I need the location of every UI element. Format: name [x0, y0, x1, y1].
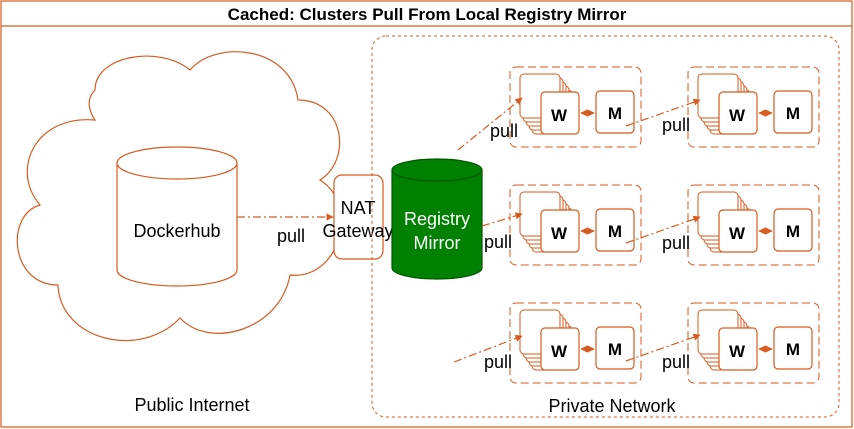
- master-label: M: [786, 104, 800, 123]
- pull-label: pull: [662, 352, 690, 372]
- private-network-label: Private Network: [548, 396, 676, 416]
- pull-arrow: [625, 215, 701, 244]
- master-node-box: [773, 90, 813, 134]
- worker-node-box: [540, 91, 580, 135]
- registry-mirror-cylinder: [391, 158, 483, 280]
- worker-label: W: [729, 224, 746, 243]
- master-label: M: [608, 104, 622, 123]
- registry-mirror-label-line2: Mirror: [414, 233, 461, 253]
- master-label: M: [786, 340, 800, 359]
- master-node-box: [773, 326, 813, 370]
- worker-node-box: [718, 91, 758, 135]
- worker-node-box: [718, 209, 758, 253]
- cluster-boundary: [687, 302, 820, 384]
- cluster-boundary: [509, 184, 642, 266]
- nat-gateway-box: [333, 174, 384, 260]
- master-label: M: [608, 222, 622, 241]
- pull-arrow: [625, 98, 701, 127]
- pull-arrow: [481, 212, 523, 227]
- master-node-box: [595, 208, 635, 252]
- worker-node-box: [540, 327, 580, 371]
- page-title: Cached: Clusters Pull From Local Registr…: [228, 5, 627, 24]
- pull-label: pull: [490, 121, 518, 141]
- pull-arrow: [625, 333, 701, 362]
- dockerhub-cylinder: [116, 146, 238, 287]
- worker-label: W: [551, 106, 568, 125]
- master-label: M: [608, 340, 622, 359]
- pull-arrow: [453, 334, 523, 363]
- master-node-box: [773, 208, 813, 252]
- master-label: M: [786, 222, 800, 241]
- public-internet-label: Public Internet: [134, 395, 249, 415]
- private-network-region: [371, 35, 840, 418]
- worker-node-box: [718, 327, 758, 371]
- cluster-boundary: [687, 184, 820, 266]
- worker-label: W: [729, 106, 746, 125]
- worker-label: W: [729, 342, 746, 361]
- master-node-box: [595, 90, 635, 134]
- cluster-boundary: [509, 302, 642, 384]
- pull-label: pull: [662, 233, 690, 253]
- cluster-boundary: [687, 66, 820, 148]
- pull-label: pull: [662, 115, 690, 135]
- dockerhub-label: Dockerhub: [133, 221, 220, 241]
- pull-arrow: [457, 97, 523, 151]
- nat-gateway-label-line1: NAT: [341, 198, 376, 218]
- master-node-box: [595, 326, 635, 370]
- pull-label-internet: pull: [277, 226, 305, 246]
- worker-label: W: [551, 224, 568, 243]
- worker-label: W: [551, 342, 568, 361]
- pull-label: pull: [484, 232, 512, 252]
- nat-gateway-label-line2: Gateway: [322, 221, 393, 241]
- pull-label: pull: [484, 352, 512, 372]
- worker-node-box: [540, 209, 580, 253]
- registry-mirror-label-line1: Registry: [404, 209, 470, 229]
